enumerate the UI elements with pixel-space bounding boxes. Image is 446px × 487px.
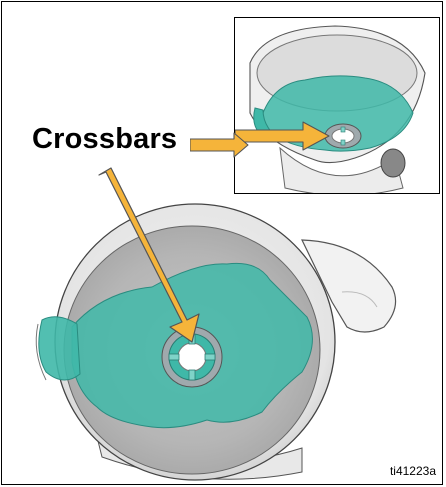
crossbars-label: Crossbars <box>32 123 177 156</box>
arrow-label-to-inset <box>190 130 250 160</box>
figure-code: ti41223a <box>390 464 436 478</box>
inset-panel <box>234 17 440 194</box>
inset-funnel-illustration <box>235 18 440 194</box>
